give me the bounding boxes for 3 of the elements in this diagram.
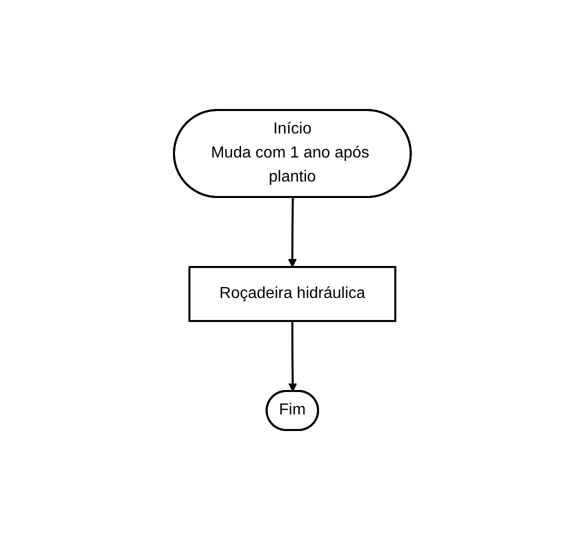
arrow: [288, 196, 296, 267]
node-box: Roçadeira hidráulica: [188, 266, 396, 322]
arrow: [288, 320, 297, 392]
